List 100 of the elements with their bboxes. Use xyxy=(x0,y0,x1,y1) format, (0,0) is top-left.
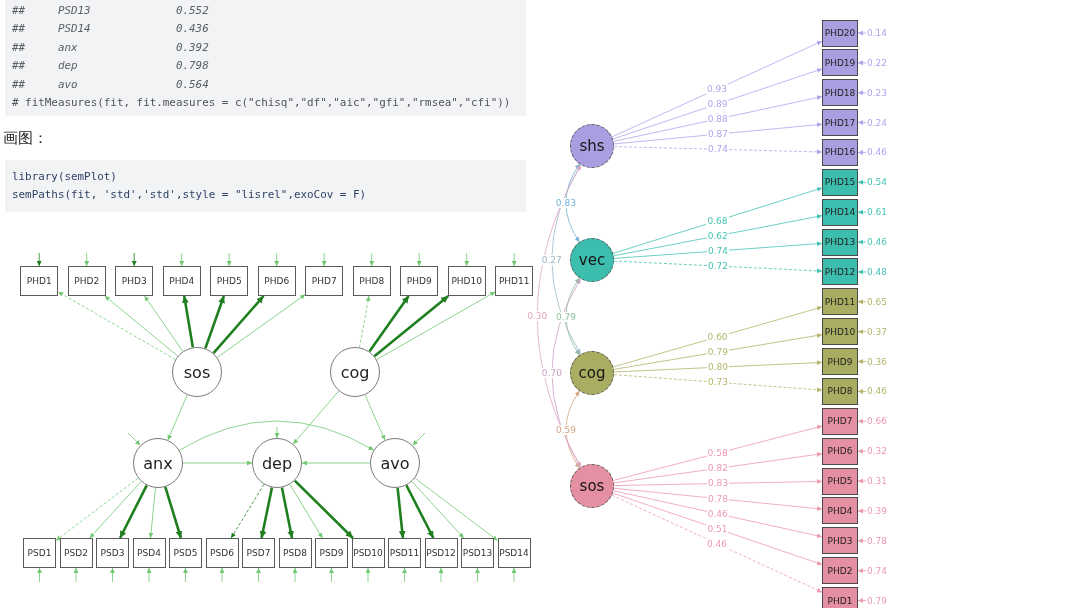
console-output-line: ## dep 0.798 xyxy=(12,58,209,75)
indicator-box: PHD13 xyxy=(822,228,858,256)
edge-label: 0.24 xyxy=(866,117,889,128)
arrow xyxy=(181,295,195,348)
code-line: library(semPlot) xyxy=(12,168,117,185)
arrow xyxy=(118,484,148,539)
arrow xyxy=(259,487,274,539)
edge-label: 0.93 xyxy=(706,84,728,95)
arrow xyxy=(396,487,406,539)
indicator-box: PHD10 xyxy=(447,266,486,296)
indicator-box: PHD2 xyxy=(822,557,858,585)
edge-label: 0.46 xyxy=(706,508,729,519)
console-output-line: ## anx 0.392 xyxy=(12,39,209,56)
indicator-box: PHD10 xyxy=(822,318,858,346)
edge-label: 0.89 xyxy=(706,98,729,109)
edge-label: 0.22 xyxy=(866,57,889,68)
arrow xyxy=(212,295,265,355)
indicator-box: PHD1 xyxy=(822,587,858,608)
edge-label: 0.74 xyxy=(866,565,889,576)
arrow xyxy=(373,295,450,358)
latent-variable-circle: dep xyxy=(252,438,302,488)
indicator-box: PHD3 xyxy=(115,266,154,296)
indicator-box: PHD4 xyxy=(162,266,201,296)
indicator-box: PHD3 xyxy=(822,527,858,555)
indicator-box: PHD6 xyxy=(257,266,296,296)
indicator-box: PSD8 xyxy=(278,538,312,568)
edge-label: 0.31 xyxy=(866,476,889,487)
edge-label: 0.23 xyxy=(866,87,889,98)
indicator-box: PHD8 xyxy=(352,266,391,296)
edge-label: 0.68 xyxy=(706,215,729,226)
edge-label: 0.79 xyxy=(555,311,578,322)
edge-label: 0.54 xyxy=(866,177,889,188)
edge-label: 0.70 xyxy=(540,368,563,378)
arrow xyxy=(405,484,435,539)
edge-label: 0.83 xyxy=(554,198,577,208)
indicator-box: PSD1 xyxy=(23,538,56,568)
edge-label: 0.60 xyxy=(706,331,729,342)
edge-label: 0.36 xyxy=(866,356,889,367)
edge-label: 0.79 xyxy=(706,347,729,358)
indicator-box: PHD7 xyxy=(305,266,344,296)
indicator-box: PSD3 xyxy=(96,538,129,568)
latent-variable-circle: cog xyxy=(330,347,380,397)
indicator-box: PHD8 xyxy=(822,377,858,405)
edge-label: 0.88 xyxy=(706,114,729,124)
indicator-box: PHD6 xyxy=(822,437,858,465)
latent-variable-circle: sos xyxy=(570,464,614,508)
console-output-line: ## PSD14 0.436 xyxy=(12,21,209,38)
indicator-box: PHD16 xyxy=(822,138,858,166)
indicator-box: PSD4 xyxy=(132,538,166,568)
console-output-line: ## avo 0.564 xyxy=(12,76,209,93)
edge-label: 0.78 xyxy=(706,493,729,504)
edge-label: 0.73 xyxy=(706,377,729,388)
edge-label: 0.74 xyxy=(706,245,729,256)
latent-variable-circle: anx xyxy=(133,438,183,488)
edge-label: 0.78 xyxy=(866,535,889,546)
console-output-line: ## PSD13 0.552 xyxy=(12,3,209,19)
indicator-box: PHD5 xyxy=(822,467,858,495)
indicator-box: PSD5 xyxy=(169,538,202,568)
section-heading: 画图： xyxy=(3,128,48,148)
edge-label: 0.66 xyxy=(866,416,889,427)
indicator-box: PHD17 xyxy=(822,109,858,137)
code-line: semPaths(fit, 'std','std',style = "lisrel",exoCov = F) xyxy=(12,187,367,204)
indicator-box: PHD19 xyxy=(822,49,858,77)
indicator-box: PSD9 xyxy=(315,538,348,568)
latent-variable-circle: cog xyxy=(570,351,614,395)
edge-label: 0.30 xyxy=(526,311,549,321)
indicator-box: PHD20 xyxy=(822,19,858,47)
indicator-box: PHD9 xyxy=(822,348,858,376)
edge-label: 0.83 xyxy=(706,478,729,489)
indicator-box: PSD13 xyxy=(461,538,494,568)
indicator-box: PHD11 xyxy=(495,266,534,296)
code-comment-line: # fitMeasures(fit, fit.measures = c("chisq","df","aic","gfi","rmsea","cfi")) xyxy=(12,94,511,111)
edge-label: 0.51 xyxy=(706,523,729,534)
arrow xyxy=(164,486,183,539)
edge-label: 0.37 xyxy=(866,326,889,337)
edge-label: 0.46 xyxy=(705,538,728,549)
indicator-box: PSD12 xyxy=(424,538,458,568)
indicator-box: PHD5 xyxy=(210,266,249,296)
latent-variable-circle: avo xyxy=(370,438,420,488)
indicator-box: PHD15 xyxy=(822,168,858,196)
latent-variable-circle: sos xyxy=(172,347,222,397)
arrow xyxy=(368,295,410,353)
edge-label: 0.82 xyxy=(706,463,729,474)
indicator-box: PHD9 xyxy=(400,266,439,296)
edge-label: 0.80 xyxy=(706,362,729,373)
edge-label: 0.72 xyxy=(706,261,729,272)
latent-variable-circle: shs xyxy=(570,124,614,168)
indicator-box: PSD2 xyxy=(59,538,93,568)
indicator-box: PHD4 xyxy=(822,497,858,525)
edge-label: 0.61 xyxy=(866,207,889,218)
edge-label: 0.14 xyxy=(866,28,889,38)
edge-label: 0.46 xyxy=(866,237,889,248)
indicator-box: PSD7 xyxy=(242,538,275,568)
edge-label: 0.79 xyxy=(866,595,889,606)
indicator-box: PHD14 xyxy=(822,198,858,226)
indicator-box: PHD18 xyxy=(822,79,858,107)
edge-label: 0.46 xyxy=(866,386,889,397)
arrow xyxy=(204,295,226,349)
edge-label: 0.87 xyxy=(706,129,729,140)
indicator-box: PHD1 xyxy=(20,266,59,296)
